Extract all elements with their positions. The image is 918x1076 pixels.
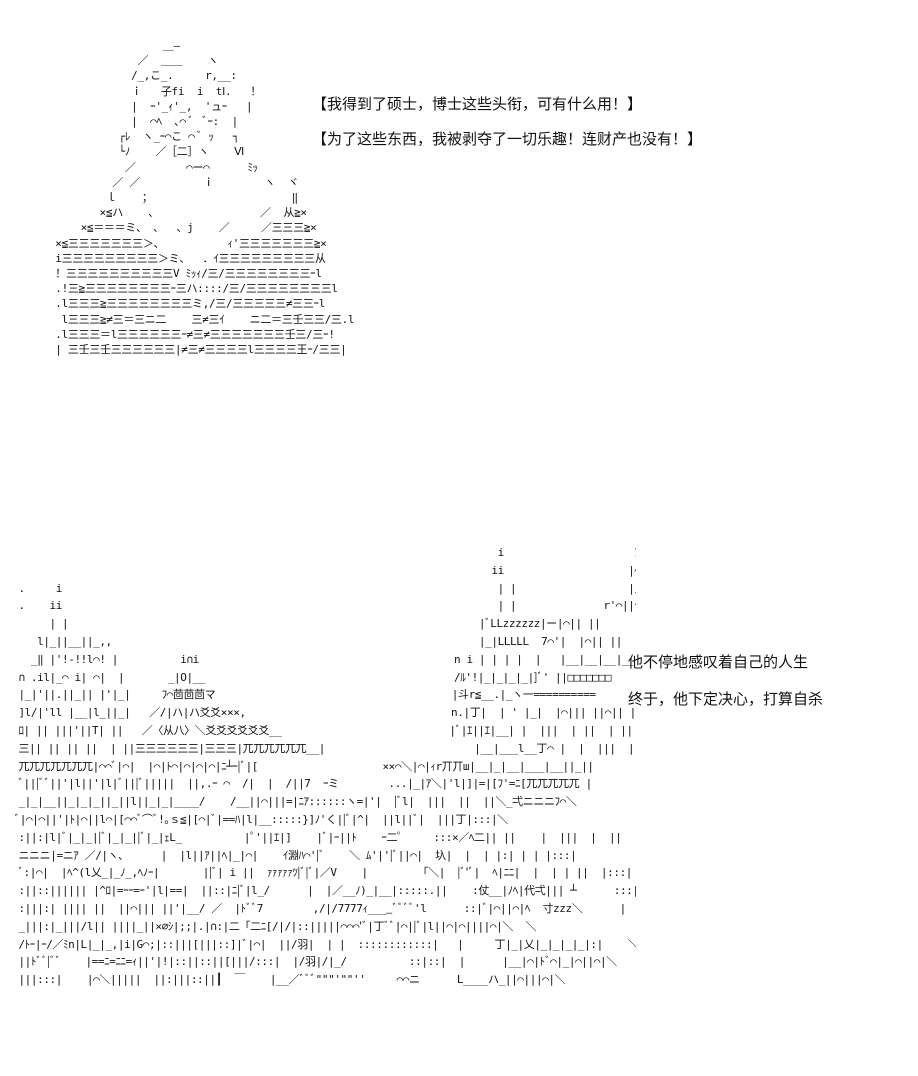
narration-line-1: 他不停地感叹着自己的人生	[628, 653, 809, 671]
scholar-speech-line-1: 【我得到了硕士，博士这些头衔，可有什么用！】	[312, 95, 643, 113]
ascii-art-city-skyline: i ｱ＼ ii |⌒L_ . i	[12, 546, 636, 987]
narration-line-2: 终于，他下定决心，打算自杀	[628, 690, 824, 708]
scholar-speech-line-2: 【为了这些东西，我被剥夺了一切乐趣！连财产也没有！】	[312, 130, 703, 148]
ascii-art-scholar-figure: ＿― ／ ＿＿ ヽ /_,こ_. r,__: ｉ 子fi i tⅠ. ！ | ｰ…	[55, 39, 355, 357]
